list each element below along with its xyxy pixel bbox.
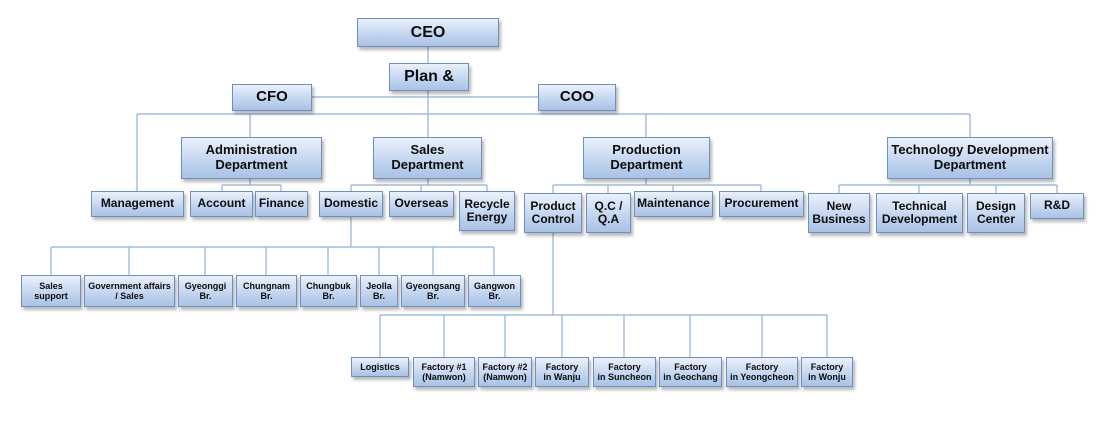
node-factory-wonju: Factory in Wonju <box>801 357 853 387</box>
node-jeolla-br: Jeolla Br. <box>360 275 398 307</box>
node-maintenance: Maintenance <box>634 191 713 217</box>
node-chungbuk-br: Chungbuk Br. <box>300 275 357 307</box>
node-management: Management <box>91 191 184 217</box>
node-domestic: Domestic <box>319 191 383 217</box>
node-gyeonggi-br: Gyeonggi Br. <box>178 275 233 307</box>
node-factory-wanju: Factory in Wanju <box>535 357 589 387</box>
node-production-department: Production Department <box>583 137 710 179</box>
node-administration-department: Administration Department <box>181 137 322 179</box>
node-factory-yeongcheon: Factory in Yeongcheon <box>726 357 798 387</box>
node-sales-support: Sales support <box>21 275 81 307</box>
node-ceo: CEO <box>357 18 499 47</box>
node-technology-development-department: Technology Development Department <box>887 137 1053 179</box>
node-design-center: Design Center <box>967 193 1025 233</box>
node-account: Account <box>190 191 253 217</box>
node-cfo: CFO <box>232 84 312 111</box>
node-procurement: Procurement <box>719 191 804 217</box>
node-coo: COO <box>538 84 616 111</box>
node-gangwon-br: Gangwon Br. <box>468 275 521 307</box>
node-plan: Plan & <box>389 63 469 91</box>
node-gyeongsang-br: Gyeongsang Br. <box>401 275 465 307</box>
node-finance: Finance <box>255 191 308 217</box>
node-technical-development: Technical Development <box>876 193 963 233</box>
node-new-business: New Business <box>808 193 870 233</box>
node-sales-department: Sales Department <box>373 137 482 179</box>
node-factory-2-namwon: Factory #2 (Namwon) <box>478 357 532 387</box>
node-factory-suncheon: Factory in Suncheon <box>593 357 656 387</box>
node-qc-qa: Q.C / Q.A <box>586 193 631 233</box>
node-rnd: R&D <box>1030 193 1084 219</box>
node-factory-1-namwon: Factory #1 (Namwon) <box>413 357 475 387</box>
node-recycle-energy: Recycle Energy <box>459 191 515 231</box>
node-logistics: Logistics <box>351 357 409 377</box>
node-product-control: Product Control <box>524 193 582 233</box>
node-factory-geochang: Factory in Geochang <box>659 357 722 387</box>
node-chungnam-br: Chungnam Br. <box>236 275 297 307</box>
node-overseas: Overseas <box>389 191 454 217</box>
node-government-affairs-sales: Government affairs / Sales <box>84 275 175 307</box>
